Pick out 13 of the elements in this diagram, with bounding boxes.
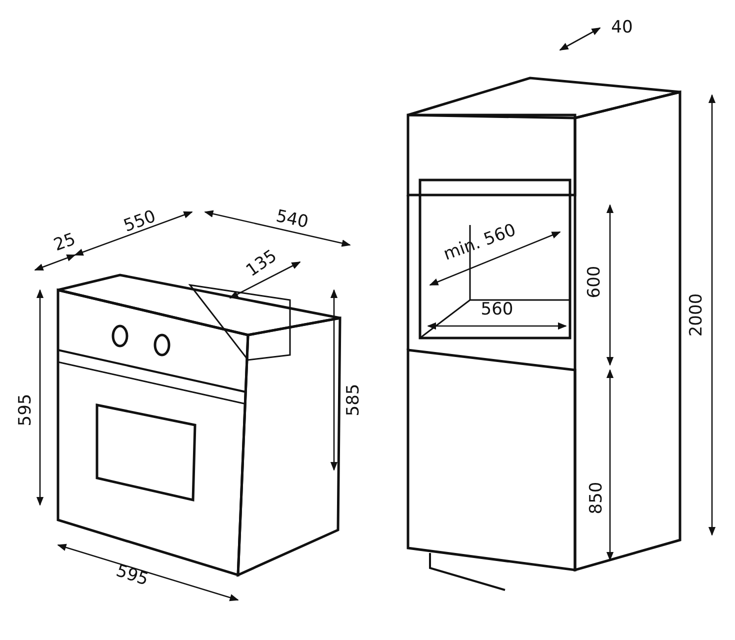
dimension-label: 2000 — [688, 293, 706, 337]
dimension-label: 560 — [480, 302, 514, 318]
dimension-label: 585 — [346, 384, 362, 416]
dimension-label: 550 — [122, 208, 158, 236]
dimension-label: 540 — [274, 208, 310, 232]
dimension-label: 135 — [244, 248, 280, 280]
dimension-label: 25 — [52, 231, 78, 255]
dimension-label: 850 — [588, 482, 606, 514]
dimension-label: min. 560 — [442, 222, 518, 264]
dimension-label: 40 — [611, 20, 633, 36]
dimension-label: 600 — [586, 266, 604, 298]
dimension-label: 595 — [114, 562, 150, 590]
dimension-label: 595 — [18, 394, 34, 426]
